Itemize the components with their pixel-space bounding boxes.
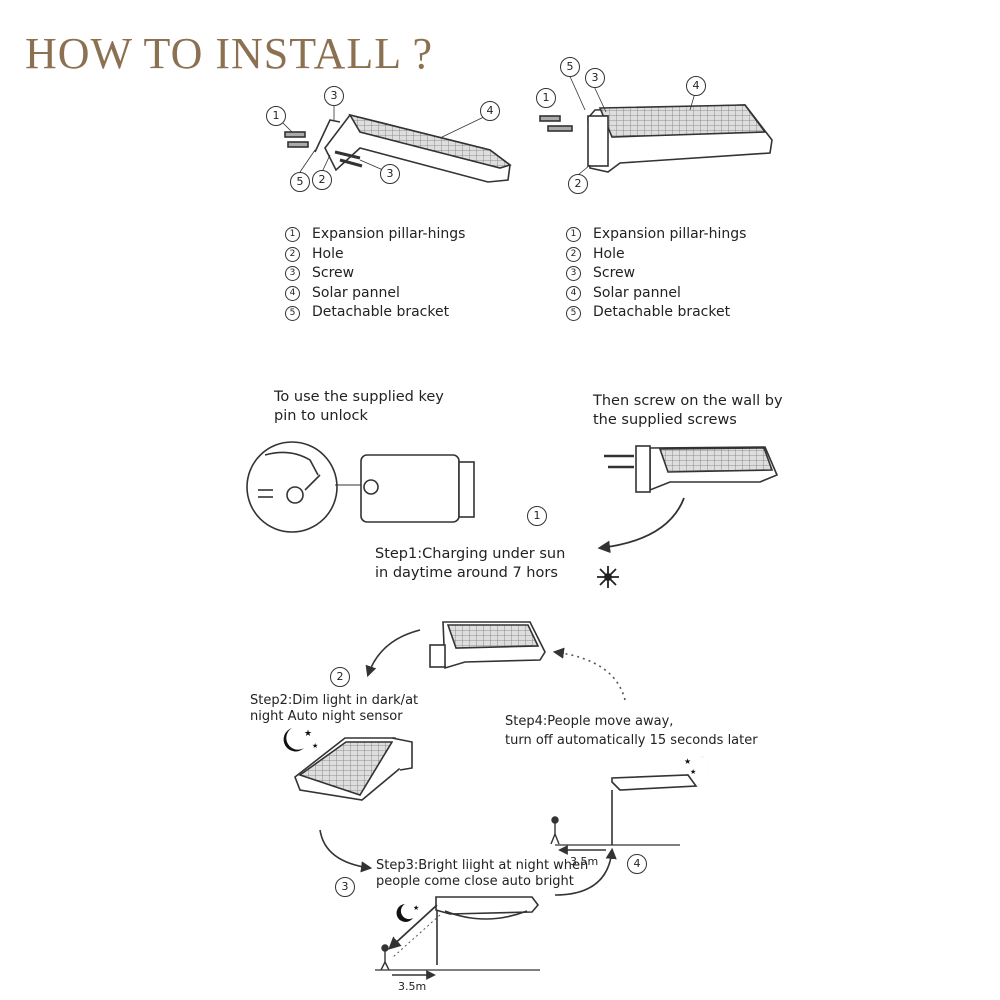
svg-text:★: ★ bbox=[304, 729, 312, 739]
lamp-top-cycle bbox=[429, 621, 546, 670]
arrow-step2-to-step3 bbox=[319, 829, 373, 873]
moon-icon-step4: ★ ★ bbox=[684, 756, 710, 781]
callout-3-left-top: 3 bbox=[324, 86, 344, 106]
callout-4-left: 4 bbox=[480, 101, 500, 121]
callout-2-right: 2 bbox=[568, 174, 588, 194]
light-ray-dotted bbox=[391, 914, 441, 959]
step1-number: 1 bbox=[527, 506, 547, 526]
lamp-step4 bbox=[611, 774, 698, 845]
callout-1-right: 1 bbox=[536, 88, 556, 108]
arrow-step3-to-step4 bbox=[554, 847, 617, 896]
moon-icon-step3: ★ bbox=[396, 904, 419, 922]
wall-screw-illustration bbox=[604, 445, 779, 493]
callout-5-left: 5 bbox=[290, 172, 310, 192]
dotted-arrow-step4 bbox=[552, 647, 626, 701]
svg-text:★: ★ bbox=[413, 904, 419, 912]
step2-text: Step2:Dim light in dark/at night Auto ni… bbox=[250, 693, 419, 724]
arrow-to-step1 bbox=[597, 497, 685, 554]
step3-number: 3 bbox=[335, 877, 355, 897]
step4-text: Step4:People move away, turn off automat… bbox=[505, 714, 758, 748]
svg-text:★: ★ bbox=[312, 742, 318, 750]
lamp-step2 bbox=[294, 737, 413, 801]
callout-3-right: 3 bbox=[585, 68, 605, 88]
arrow-top-to-step2 bbox=[365, 629, 421, 678]
callout-1-left: 1 bbox=[266, 106, 286, 126]
step1-text: Step1:Charging under sun in daytime arou… bbox=[375, 546, 566, 581]
light-ray-step3 bbox=[388, 904, 438, 950]
svg-text:★: ★ bbox=[684, 757, 691, 766]
callout-4-right: 4 bbox=[686, 76, 706, 96]
svg-text:★: ★ bbox=[690, 768, 696, 776]
person-icon-lower bbox=[380, 944, 390, 971]
lamp-diagram-right bbox=[539, 104, 773, 173]
page-title: HOW TO INSTALL ? bbox=[25, 29, 434, 78]
sun-icon bbox=[597, 566, 619, 588]
distance-label-upper: 3.5m bbox=[570, 855, 599, 868]
step2-number: 2 bbox=[330, 667, 350, 687]
person-icon-upper bbox=[550, 816, 560, 845]
callout-5-right: 5 bbox=[560, 57, 580, 77]
unlock-illustration bbox=[246, 441, 475, 533]
callout-3-left-bottom: 3 bbox=[380, 164, 400, 184]
unlock-instruction: To use the supplied key pin to unlock bbox=[274, 389, 444, 424]
step3-text: Step3:Bright liight at night when people… bbox=[376, 858, 589, 889]
screw-instruction: Then screw on the wall by the supplied s… bbox=[593, 393, 783, 428]
moon-icon-step2: ★ ★ bbox=[283, 728, 318, 752]
callout-2-left: 2 bbox=[312, 170, 332, 190]
step4-number: 4 bbox=[627, 854, 647, 874]
distance-label-lower: 3.5m bbox=[398, 980, 427, 993]
lamp-step3 bbox=[435, 896, 540, 965]
lamp-diagram-left bbox=[284, 113, 512, 183]
